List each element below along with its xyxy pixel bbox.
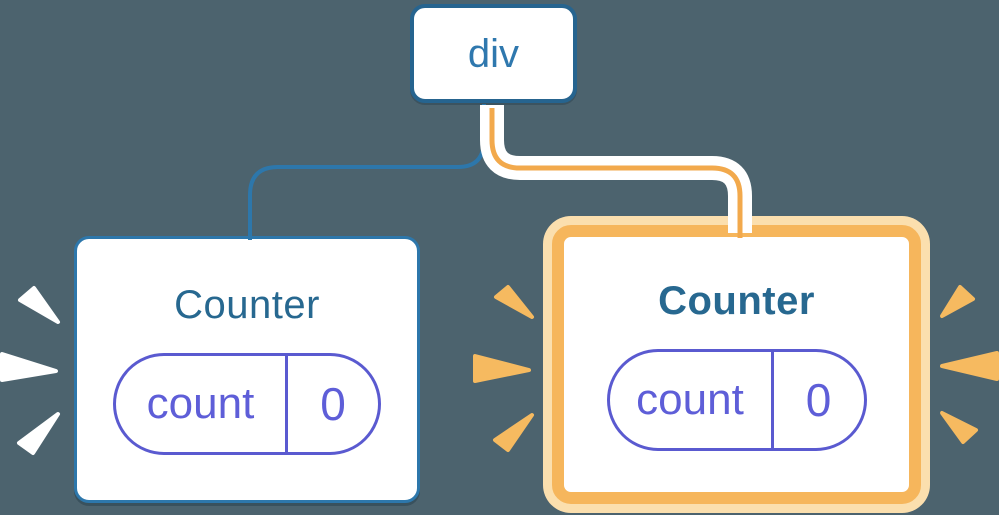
root-node: div <box>410 4 577 103</box>
state-pill: count 0 <box>606 349 867 451</box>
counter-title: Counter <box>174 283 320 327</box>
state-value-cell: 0 <box>774 352 864 448</box>
burst-ray-icon <box>18 286 60 324</box>
state-key-label: count <box>636 375 744 424</box>
state-key-cell: count <box>116 356 285 452</box>
burst-ray-icon <box>940 351 999 381</box>
render-burst-right-counter-right <box>940 285 999 444</box>
counter-card-left: Counter count 0 <box>74 236 420 503</box>
render-burst-right-counter-left <box>473 285 534 452</box>
counter-title: Counter <box>658 279 815 323</box>
burst-ray-icon <box>494 285 534 319</box>
edge-div-to-left-counter <box>248 104 486 240</box>
state-value-label: 0 <box>805 374 832 426</box>
counter-card-right: Counter count 0 <box>552 225 921 504</box>
state-value-cell: 0 <box>288 356 378 452</box>
burst-ray-icon <box>940 411 978 444</box>
burst-ray-icon <box>17 412 60 455</box>
burst-ray-icon <box>473 354 531 383</box>
state-key-cell: count <box>610 352 771 448</box>
root-node-label: div <box>467 31 520 76</box>
state-value-label: 0 <box>320 378 346 430</box>
burst-ray-icon <box>940 285 975 318</box>
state-pill: count 0 <box>113 353 381 455</box>
burst-ray-icon <box>493 413 534 452</box>
burst-ray-icon <box>0 352 58 382</box>
render-burst-left-counter <box>0 286 60 455</box>
counter-card-right-highlight-ring: Counter count 0 <box>543 216 930 513</box>
edge-div-to-right-counter-casing <box>480 105 752 233</box>
state-key-label: count <box>146 379 255 428</box>
pill-divider <box>285 356 288 452</box>
pill-divider <box>770 352 774 448</box>
